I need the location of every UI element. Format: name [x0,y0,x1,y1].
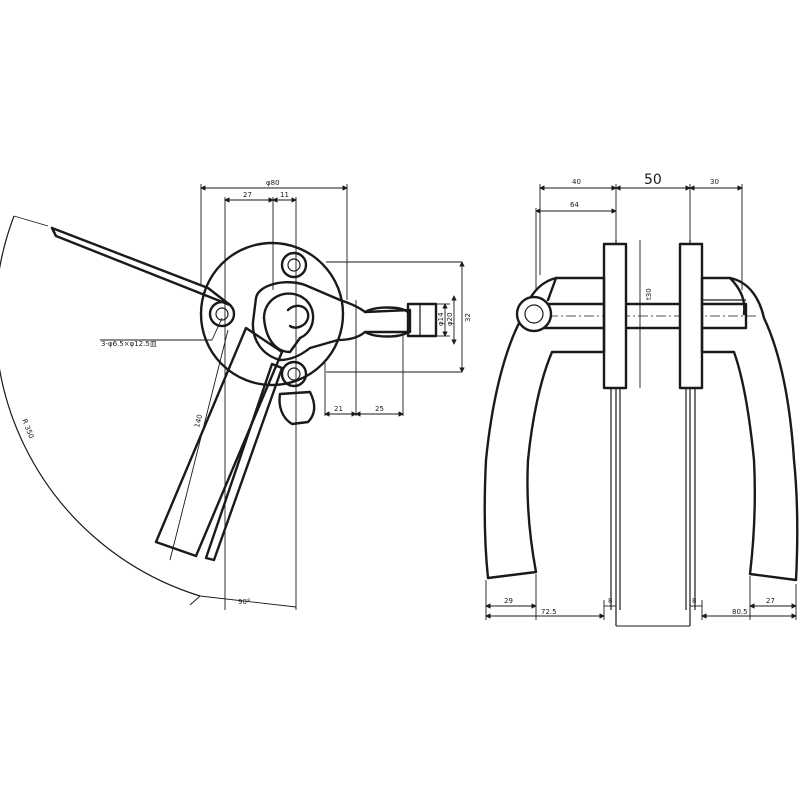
lever-rotated [50,226,232,307]
screw-hole-2 [280,251,308,279]
label-140: 140 [193,414,204,429]
rosette-left [602,242,628,390]
dim-line-140 [169,329,229,561]
label-72-5: 72.5 [541,608,557,616]
rosette-right [678,242,704,390]
label-8-right: 8 [692,597,696,605]
label-hole-note: 3-φ6.5×φ12.5皿 [101,340,157,348]
label-t30: t30 [645,288,653,300]
knob-left-inner [524,304,544,324]
label-40: 40 [572,178,581,186]
label-swing-radius: R 350 [20,418,35,440]
label-50: 50 [644,172,662,188]
label-25: 25 [375,405,384,413]
label-8-left: 8 [608,597,612,605]
label-27: 27 [243,191,252,199]
label-30: 30 [710,178,719,186]
label-29: 29 [504,597,513,605]
swing-arc [0,215,201,597]
latch-tongue [278,390,316,426]
label-64: 64 [570,201,579,209]
label-21: 21 [334,405,343,413]
swing-arc-radius-line [13,215,49,227]
label-27-right: 27 [766,597,775,605]
label-80-5: 80.5 [732,608,748,616]
label-swing-angle: 90° [238,598,250,606]
lever-grip [204,362,284,562]
cam [262,292,315,354]
front-view [483,184,799,627]
lever-main [154,326,284,558]
knob-left-outer [515,295,553,333]
label-phi20: φ20 [446,312,454,326]
label-phi14: φ14 [437,312,445,326]
screw-hole-1 [208,300,236,328]
screw-hole-3 [280,360,308,388]
label-11: 11 [280,191,289,199]
label-32: 32 [464,313,472,322]
escutcheon-rosette [199,241,345,387]
swing-arc-bottom-line [199,595,297,608]
front-lever-right [700,276,799,582]
spindle-tip [406,302,438,338]
label-phi80: φ80 [266,179,280,187]
side-view [0,184,465,610]
